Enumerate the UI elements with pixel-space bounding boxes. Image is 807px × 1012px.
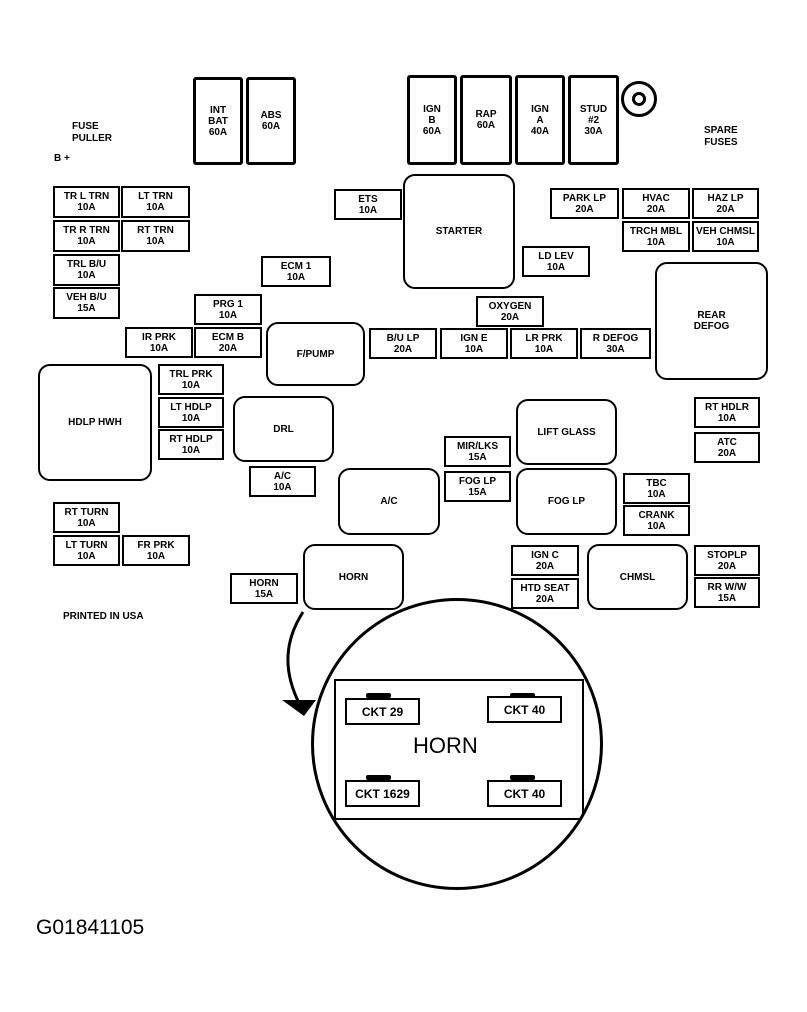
terminal-ckt-1629[interactable]: CKT 1629 bbox=[345, 780, 420, 807]
terminal-bar-3 bbox=[366, 775, 391, 780]
relay-horn[interactable]: HORN bbox=[303, 544, 404, 610]
terminal-ckt-40-top[interactable]: CKT 40 bbox=[487, 696, 562, 723]
fuse-puller-label: FUSE PULLER bbox=[72, 121, 112, 144]
terminal-bar-4 bbox=[510, 775, 535, 780]
relay-f-pump[interactable]: F/PUMP bbox=[266, 322, 365, 386]
horn-detail-circle bbox=[311, 598, 603, 890]
relay-a-c[interactable]: A/C bbox=[338, 468, 440, 535]
horn-relay-detail bbox=[334, 679, 584, 820]
relay-chmsl[interactable]: CHMSL bbox=[587, 544, 688, 610]
figure-id: G01841105 bbox=[36, 916, 145, 939]
relay-lift-glass[interactable]: LIFT GLASS bbox=[516, 399, 617, 465]
terminal-ckt-40-bottom[interactable]: CKT 40 bbox=[487, 780, 562, 807]
terminal-bar-2 bbox=[510, 693, 535, 698]
stud-terminal bbox=[621, 81, 657, 117]
relay-fog-lp[interactable]: FOG LP bbox=[516, 468, 617, 535]
relay-starter[interactable]: STARTER bbox=[403, 174, 515, 289]
horn-detail-title: HORN bbox=[413, 733, 478, 758]
spare-fuses-label: SPARE FUSES bbox=[704, 125, 738, 148]
relay-hdlp-hwh[interactable]: HDLP HWH bbox=[38, 364, 152, 481]
b-plus-label: B + bbox=[54, 153, 70, 164]
terminal-ckt-29[interactable]: CKT 29 bbox=[345, 698, 420, 725]
terminal-bar-1 bbox=[366, 693, 391, 698]
relay-drl[interactable]: DRL bbox=[233, 396, 334, 462]
printed-label: PRINTED IN USA bbox=[63, 611, 144, 622]
